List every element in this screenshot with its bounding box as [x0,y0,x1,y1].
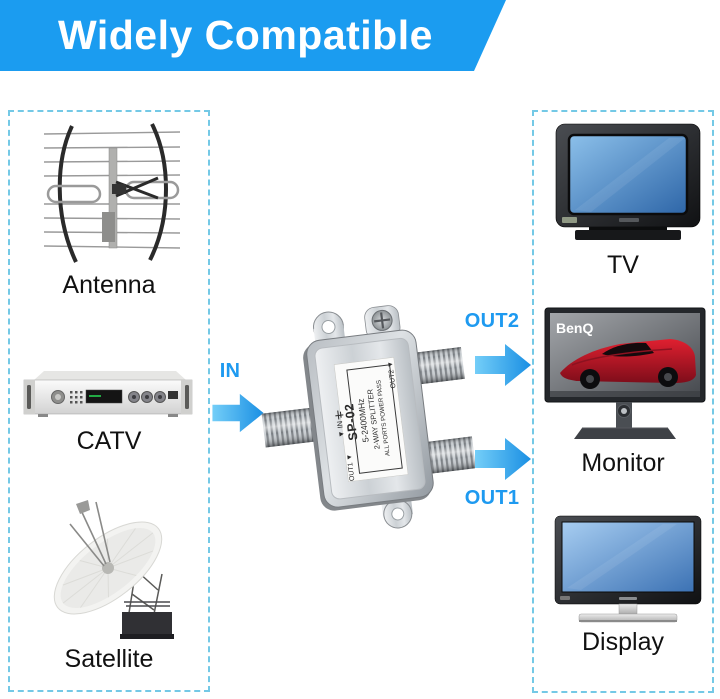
out2-arrow-icon [475,342,531,388]
sports-car-wallpaper [550,339,700,397]
source-label-antenna: Antenna [62,271,156,299]
header-banner: Widely Compatible [0,0,506,71]
benq-monitor-icon: BenQ [544,307,706,449]
sources-group-box: Antenna [8,110,210,692]
splitter-model-text: SP-02 [342,403,360,442]
crt-tv-icon [553,122,703,250]
benq-logo: BenQ [556,320,593,336]
out2-port-label: OUT2 [464,310,520,332]
splitter-marking-out2: OUT2 ▼ [387,360,397,388]
source-label-catv: CATV [76,427,142,455]
output-label-display: Display [582,628,664,656]
outputs-group-box: TV BenQ Monitor [532,110,714,693]
out1-port-label: OUT1 [464,487,520,509]
source-label-satellite: Satellite [64,645,154,673]
out1-arrow-icon [475,436,531,482]
banner-title: Widely Compatible [58,12,433,58]
tv-antenna-icon [30,120,195,270]
in-port-label: IN [219,360,241,382]
splitter-marking-out1: OUT1 ▼ [346,453,356,481]
coax-splitter-illustration: ▼ IN SP-02 5-2400MHz 2-WAY SPLITTER ALL … [255,295,475,545]
satellite-dish-icon [30,494,190,644]
splitter-schematic-symbol [335,410,344,420]
in-arrow-icon [210,392,266,434]
flat-panel-display-icon [553,514,703,632]
splitter-marking-in: ▼ IN [335,420,346,438]
output-label-tv: TV [607,251,639,279]
catv-receiver-icon [18,368,198,424]
output-label-monitor: Monitor [581,449,665,477]
